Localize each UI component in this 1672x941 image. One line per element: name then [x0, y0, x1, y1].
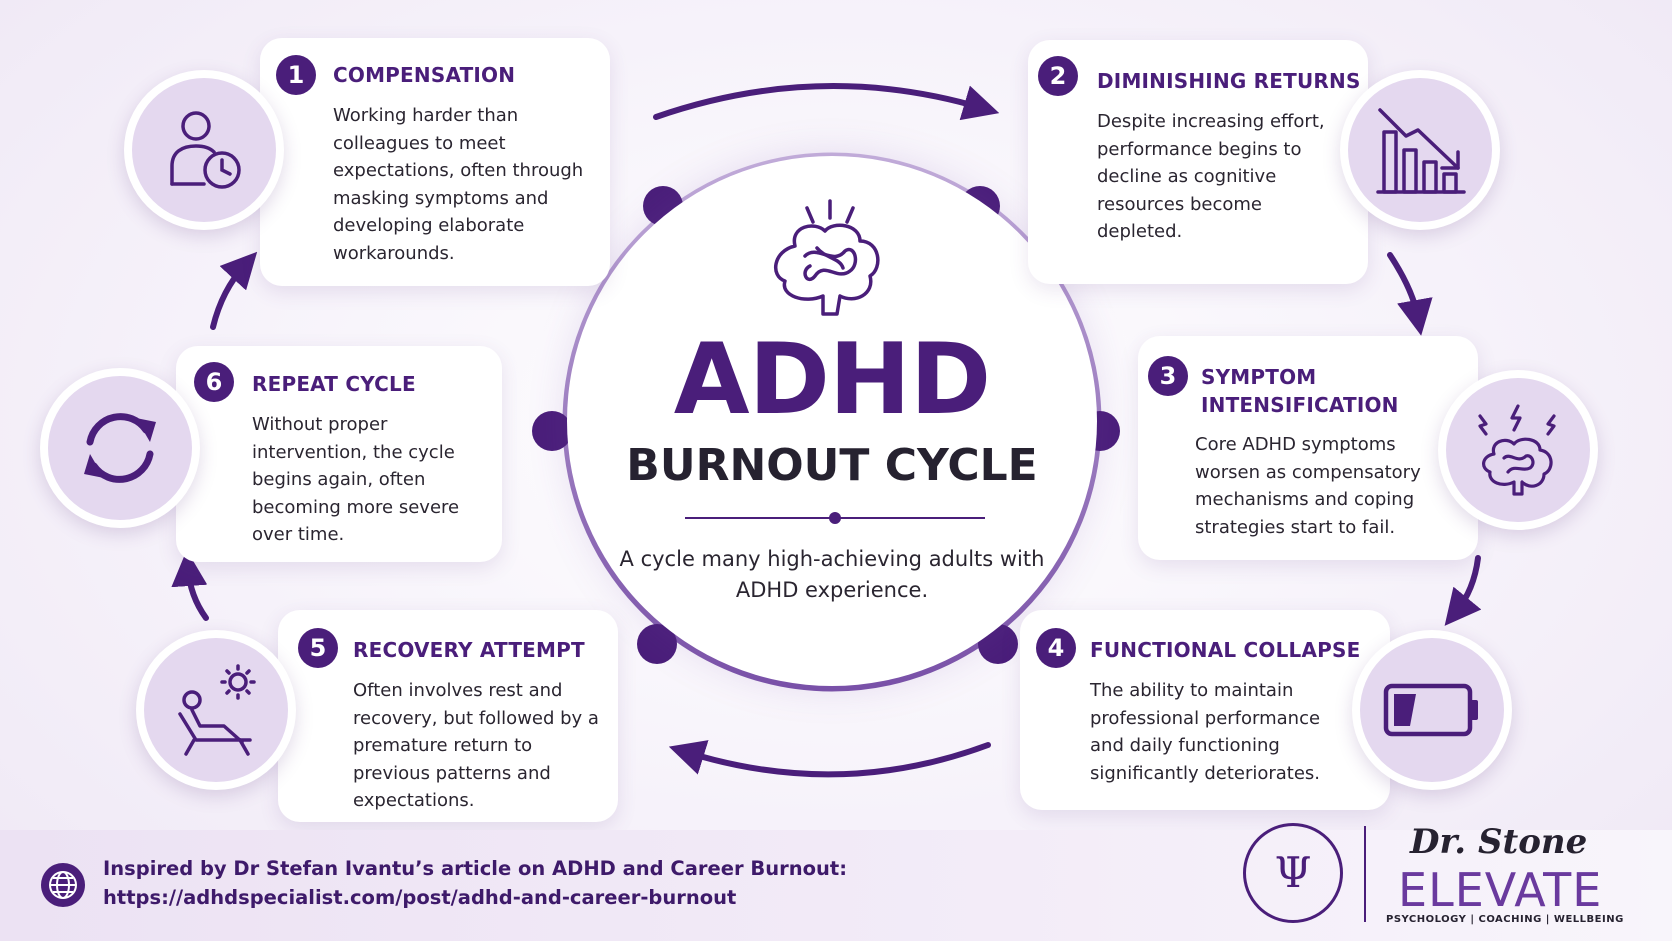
- step-icon-circle-6: [40, 368, 200, 528]
- refresh-cycle-icon: [84, 413, 156, 483]
- step-icon-circle-5: [136, 630, 296, 790]
- arrow-2-to-3: [1387, 252, 1433, 336]
- step-title-3: SYMPTOM INTENSIFICATION: [1201, 365, 1399, 417]
- center-title: ADHD: [673, 323, 992, 437]
- step-desc-4: The ability to maintain professional per…: [1090, 680, 1321, 784]
- step-icon-circle-1: [124, 70, 284, 230]
- arrow-5-to-6: [171, 550, 209, 621]
- step-card-2: [1028, 40, 1368, 284]
- step-desc-1: Working harder than colleagues to meet e…: [333, 105, 584, 264]
- footer-bar: [0, 830, 1672, 941]
- step-title-6: REPEAT CYCLE: [252, 372, 416, 396]
- step-number-6: 6: [194, 362, 234, 402]
- step-card-1: [260, 38, 610, 286]
- arrow-1-to-2: [653, 83, 1000, 121]
- step-title-1: COMPENSATION: [333, 63, 516, 87]
- step-number-1: 1: [276, 55, 316, 95]
- brain-lightning-icon: [1478, 404, 1556, 496]
- step-title-5: RECOVERY ATTEMPT: [353, 638, 585, 662]
- brand-logo: Ψ: [1243, 823, 1343, 923]
- low-battery-icon: [1383, 683, 1478, 737]
- step-desc-3: Core ADHD symptoms worsen as compensator…: [1195, 434, 1421, 538]
- brand-name: ELEVATE: [1398, 863, 1603, 917]
- declining-chart-icon: [1376, 108, 1466, 194]
- person-clock-icon: [170, 111, 241, 189]
- step-number-5: 5: [298, 628, 338, 668]
- center-divider: [685, 512, 985, 524]
- step-number-4: 4: [1036, 628, 1076, 668]
- footer-credit: Inspired by Dr Stefan Ivantu’s article o…: [103, 857, 847, 880]
- lounge-chair-sun-icon: [178, 664, 256, 756]
- arrow-4-to-5: [668, 740, 991, 778]
- globe-icon: [41, 863, 85, 907]
- step-icon-circle-2: [1340, 70, 1500, 230]
- brand-divider: [1364, 826, 1366, 922]
- footer-link[interactable]: https://adhdspecialist.com/post/adhd-and…: [103, 886, 737, 909]
- step-number-3: 3: [1148, 356, 1188, 396]
- step-card-4: [1020, 610, 1390, 810]
- step-icon-circle-4: [1352, 630, 1512, 790]
- step-number-2: 2: [1038, 56, 1078, 96]
- psi-logo-icon: Ψ: [1274, 848, 1312, 897]
- center-circle: [567, 156, 1097, 686]
- step-title-4: FUNCTIONAL COLLAPSE: [1090, 638, 1361, 662]
- step-icon-circle-3: [1438, 370, 1598, 530]
- ring-dot-6: [532, 411, 572, 451]
- arrow-3-to-4: [1444, 555, 1482, 626]
- arrow-6-to-1: [210, 251, 258, 330]
- step-desc-2: Despite increasing effort, performance b…: [1097, 111, 1325, 242]
- step-card-3: [1138, 336, 1478, 560]
- step-title-2: DIMINISHING RETURNS: [1097, 69, 1361, 93]
- brain-icon: [774, 199, 880, 316]
- brand-tagline: PSYCHOLOGY | COACHING | WELLBEING: [1386, 914, 1624, 925]
- step-desc-5: Often involves rest and recovery, but fo…: [353, 680, 599, 811]
- brand-signature: Dr. Stone: [1410, 822, 1588, 862]
- ring-dot-5: [637, 624, 677, 664]
- step-desc-6: Without proper intervention, the cycle b…: [252, 414, 460, 545]
- center-description: A cycle many high-achieving adults with …: [619, 547, 1045, 602]
- center-subtitle: BURNOUT CYCLE: [626, 440, 1038, 491]
